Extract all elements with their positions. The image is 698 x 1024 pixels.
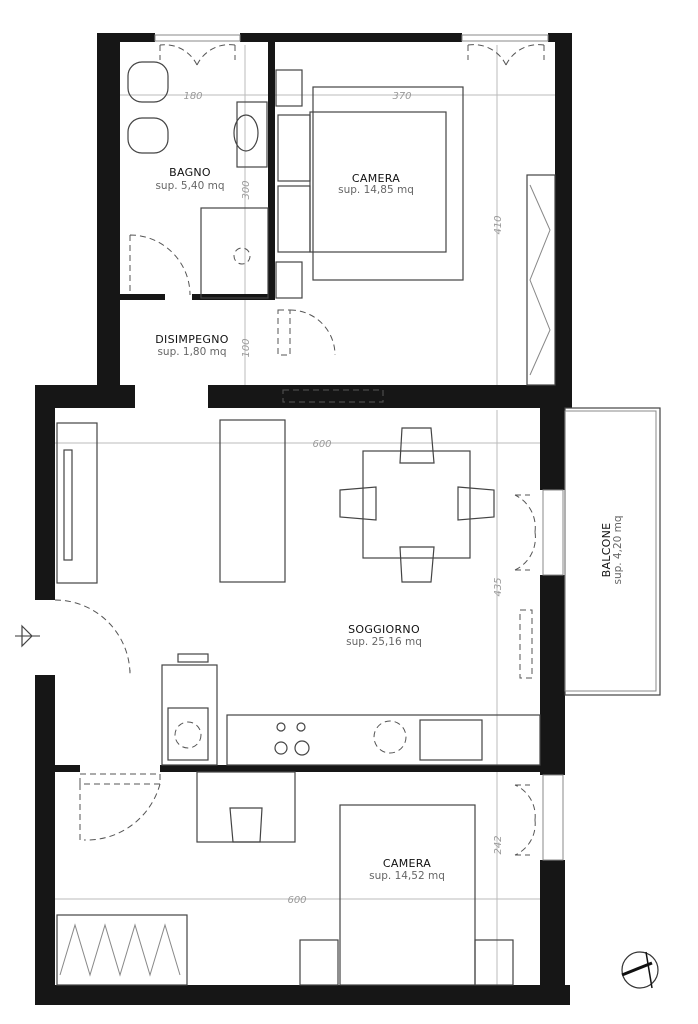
room-area-disimpegno: sup. 1,80 mq	[157, 346, 226, 358]
bed-camera-2	[56, 771, 514, 986]
north-arrow-icon	[621, 951, 659, 989]
dim-bagno-width: 180	[183, 91, 202, 102]
room-name-soggiorno: SOGGIORNO	[348, 623, 420, 636]
room-area-balcone: sup. 4,20 mq	[612, 515, 624, 584]
dim-bagno-depth: 300	[241, 180, 252, 199]
dim-soggiorno-width: 600	[312, 439, 331, 450]
bathroom-fixtures	[127, 61, 269, 299]
balcony-outline	[564, 407, 661, 696]
walls	[35, 33, 572, 1005]
room-area-camera-1: sup. 14,85 mq	[338, 184, 414, 196]
bed-camera-1	[275, 69, 556, 386]
room-name-balcone: BALCONE	[600, 523, 613, 578]
dim-soggiorno-depth: 435	[493, 577, 504, 596]
room-area-camera-2: sup. 14,52 mq	[369, 870, 445, 882]
room-name-camera-1: CAMERA	[352, 172, 400, 185]
dim-camera2-width: 600	[287, 895, 306, 906]
dim-camera2-depth: 242	[493, 835, 504, 854]
room-name-bagno: BAGNO	[169, 166, 211, 179]
dim-disimpegno-depth: 100	[241, 338, 252, 357]
entrance-icon	[15, 624, 40, 648]
windows	[154, 34, 564, 861]
room-name-disimpegno: DISIMPEGNO	[155, 333, 228, 346]
doors	[54, 234, 533, 841]
room-area-soggiorno: sup. 25,16 mq	[346, 636, 422, 648]
dim-camera1-depth: 410	[493, 215, 504, 234]
radiator	[177, 653, 209, 663]
room-area-bagno: sup. 5,40 mq	[155, 180, 224, 192]
room-name-camera-2: CAMERA	[383, 857, 431, 870]
living-furniture	[56, 419, 541, 766]
dim-camera1-width: 370	[392, 91, 411, 102]
